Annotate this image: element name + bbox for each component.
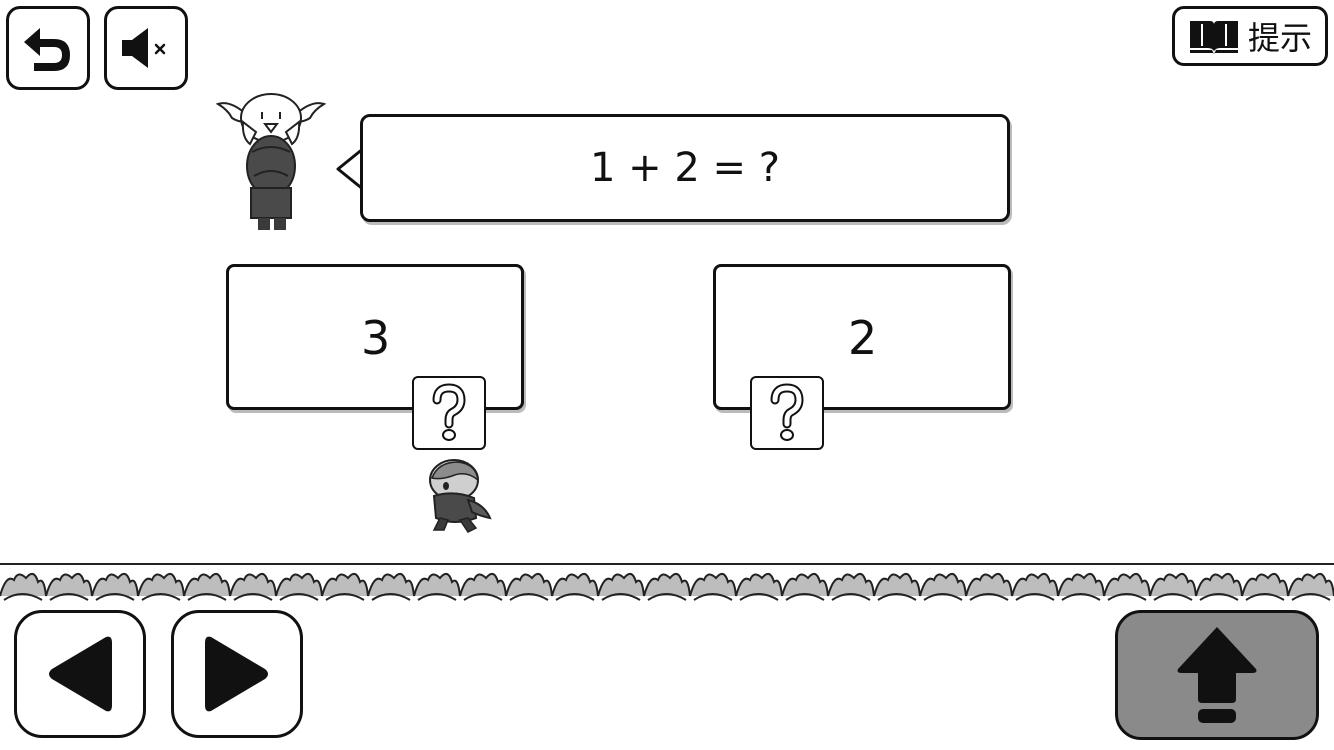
grass-border xyxy=(0,572,1334,601)
jump-button[interactable] xyxy=(1115,610,1319,740)
sound-toggle-button[interactable] xyxy=(104,6,188,90)
triangle-right-icon xyxy=(205,636,268,712)
speech-bubble-tail xyxy=(336,146,365,192)
angel-character xyxy=(216,93,326,230)
answer-right-label: 2 xyxy=(848,311,878,365)
back-button[interactable] xyxy=(6,6,90,90)
question-text: 1 + 2 = ? xyxy=(589,145,781,191)
hint-label: 提示 xyxy=(1247,19,1312,57)
triangle-left-icon xyxy=(49,636,112,712)
player-character xyxy=(429,459,492,533)
mystery-block-left xyxy=(412,376,486,450)
open-book-icon xyxy=(1189,21,1238,54)
hint-button[interactable]: 提示 xyxy=(1172,6,1328,66)
move-left-button[interactable] xyxy=(14,610,146,738)
question-mark-icon xyxy=(770,383,804,441)
question-mark-icon xyxy=(432,383,466,441)
mystery-block-right xyxy=(750,376,824,450)
answer-left-label: 3 xyxy=(361,311,391,365)
ground-line xyxy=(0,563,1334,565)
question-bubble: 1 + 2 = ? xyxy=(360,114,1010,222)
up-arrow-icon xyxy=(1177,627,1257,723)
move-right-button[interactable] xyxy=(171,610,303,738)
undo-arrow-icon xyxy=(24,28,70,71)
speaker-muted-icon xyxy=(122,28,166,68)
